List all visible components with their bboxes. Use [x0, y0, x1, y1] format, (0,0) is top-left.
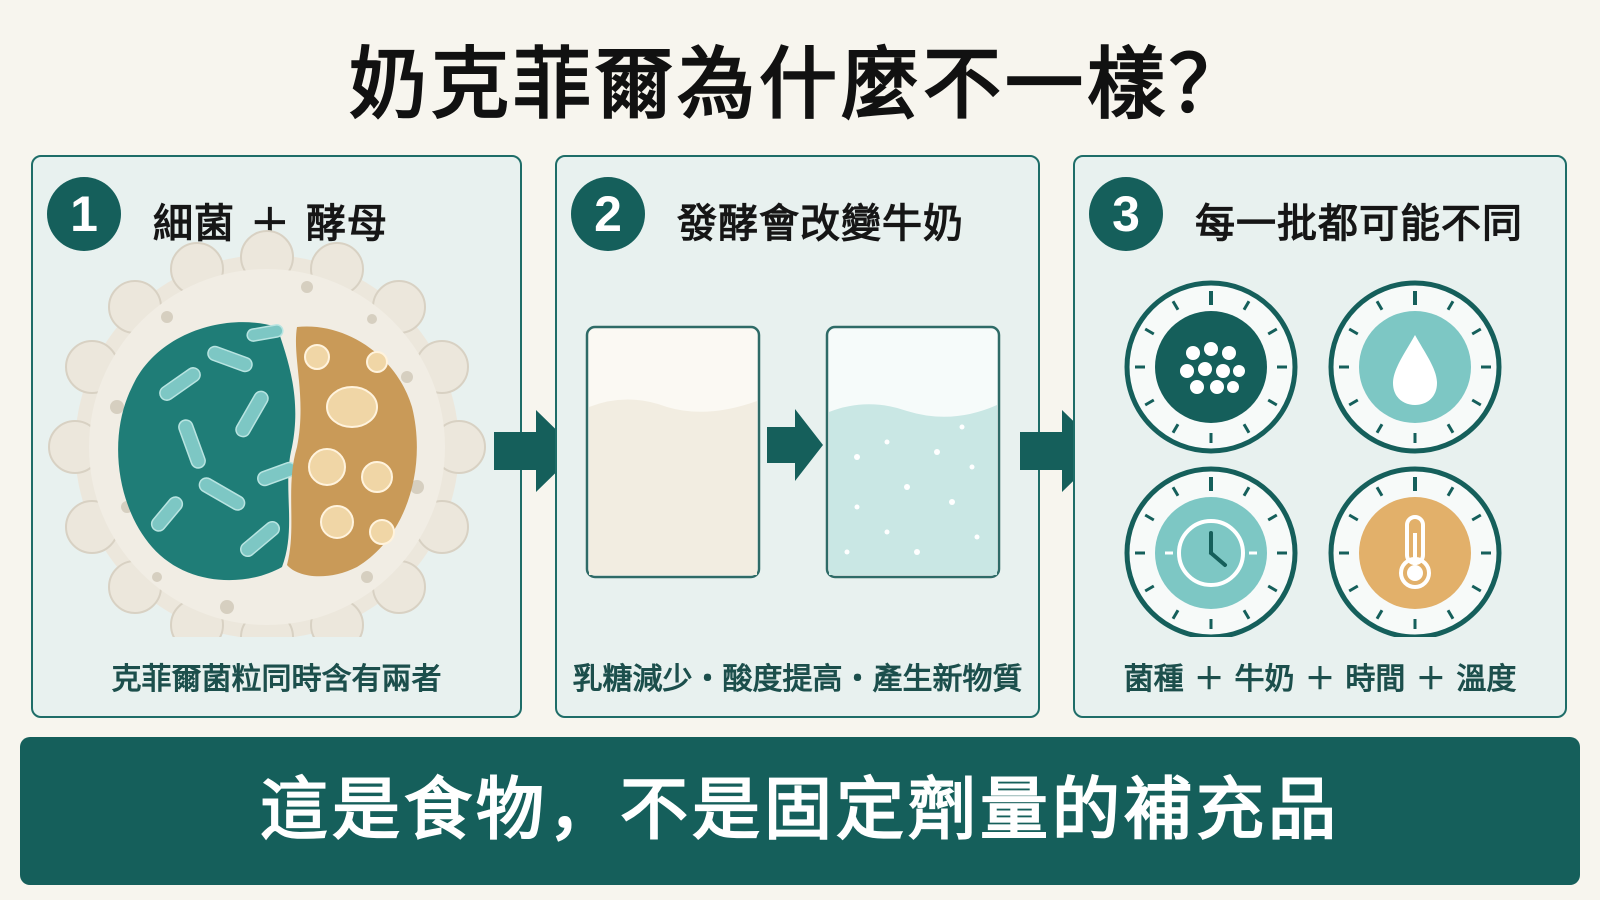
panel-caption: 乳糖減少・酸度提高・產生新物質	[572, 662, 1023, 697]
dial-tick	[1446, 486, 1455, 497]
dial-tick	[1375, 423, 1384, 434]
dial-tick	[1348, 398, 1359, 407]
summary-banner: 這是食物，不是固定劑量的補充品	[20, 737, 1580, 885]
dial-tick	[1471, 584, 1482, 593]
panel-caption: 克菲爾菌粒同時含有兩者	[111, 662, 442, 697]
dial-tick	[1375, 300, 1384, 311]
dial-tick	[1242, 300, 1251, 311]
arrow-right-icon	[767, 409, 823, 481]
panel-fermentation: 2 發酵會改變牛奶 乳糖減少・酸度提高・產生新物質	[555, 155, 1040, 718]
panel-bacteria-yeast: 1 細菌 ＋ 酵母	[31, 155, 522, 718]
dial-tick	[1242, 423, 1251, 434]
milk-drop-icon	[1328, 280, 1502, 454]
dial-tick	[1171, 300, 1180, 311]
dial-tick	[1375, 609, 1384, 620]
page-title: 奶克菲爾為什麼不一樣？	[348, 40, 1251, 130]
dial-tick	[1242, 486, 1251, 497]
fermented-milk-glass	[825, 325, 1001, 579]
dial-tick	[1144, 327, 1155, 336]
dial-tick	[1446, 609, 1455, 620]
step-number-badge: 1	[47, 177, 121, 251]
bacteria-icon	[1124, 280, 1298, 454]
dial-tick	[1267, 584, 1278, 593]
milk-to-kefir-illustration	[585, 325, 1001, 579]
dial-tick	[1348, 513, 1359, 522]
dial-tick	[1471, 327, 1482, 336]
dial-tick	[1348, 327, 1359, 336]
dial-tick	[1471, 513, 1482, 522]
panel-variability: 3 每一批都可能不同	[1073, 155, 1567, 718]
dial-tick	[1446, 423, 1455, 434]
dial-tick	[1267, 327, 1278, 336]
dial-tick	[1375, 486, 1384, 497]
dial-tick	[1171, 486, 1180, 497]
dial-tick	[1144, 398, 1155, 407]
panel-heading: 每一批都可能不同	[1195, 201, 1523, 247]
dial-tick	[1446, 300, 1455, 311]
kefir-grain-illustration	[48, 230, 486, 637]
dial-tick	[1471, 398, 1482, 407]
step-number-badge: 3	[1089, 177, 1163, 251]
dial-tick	[1171, 609, 1180, 620]
step-number-badge: 2	[571, 177, 645, 251]
thermometer-icon	[1328, 466, 1502, 637]
plain-milk-glass	[585, 325, 761, 579]
factor-dials	[1124, 280, 1502, 637]
panel-caption: 菌種 ＋ 牛奶 ＋ 時間 ＋ 溫度	[1123, 662, 1517, 697]
dial-tick	[1267, 513, 1278, 522]
panel-heading: 發酵會改變牛奶	[677, 201, 964, 247]
dial-tick	[1171, 423, 1180, 434]
dial-tick	[1348, 584, 1359, 593]
dial-tick	[1267, 398, 1278, 407]
clock-icon	[1124, 466, 1298, 637]
dial-tick	[1242, 609, 1251, 620]
dial-tick	[1144, 584, 1155, 593]
dial-tick	[1144, 513, 1155, 522]
